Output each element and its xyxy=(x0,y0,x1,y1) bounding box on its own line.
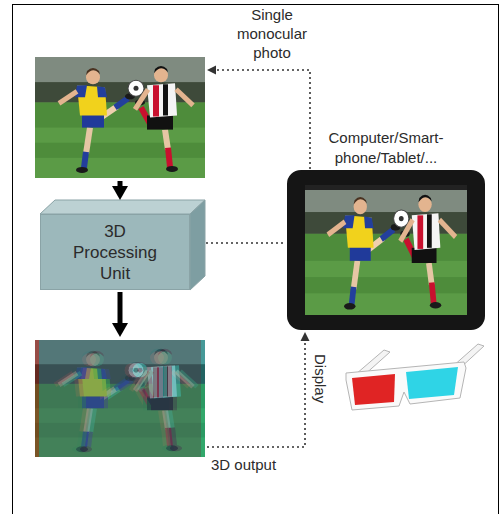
dotted-connector xyxy=(207,66,310,170)
arrow-head xyxy=(301,332,310,341)
connector-line xyxy=(207,340,305,447)
drawing-part xyxy=(406,367,458,399)
status-bar xyxy=(305,185,467,190)
outer-frame xyxy=(13,5,499,514)
arrow-head xyxy=(207,66,216,75)
node-label: Single monocular photo xyxy=(230,5,314,62)
cube-side-face xyxy=(190,200,205,290)
tablet-device: Computer/Smart- phone/Tablet/... xyxy=(287,170,485,330)
process-box: 3D Processing Unit xyxy=(40,214,190,290)
node-label: Computer/Smart- phone/Tablet/... xyxy=(311,128,461,168)
output-photo-frame: 3D output xyxy=(35,340,205,457)
dotted-connector xyxy=(206,243,286,244)
connector-line xyxy=(215,70,310,169)
drawing-part xyxy=(346,362,466,410)
arrow-head xyxy=(112,323,128,337)
connector-line xyxy=(118,292,123,324)
drawing-part xyxy=(352,374,395,405)
tablet-screen xyxy=(305,185,467,315)
edge-label: Display xyxy=(311,354,329,403)
arrow-head xyxy=(112,186,128,200)
input-photo-frame: Single monocular photo xyxy=(35,57,205,178)
anaglyph-photo xyxy=(35,340,205,457)
cube-top-face xyxy=(40,200,205,214)
connector-line xyxy=(206,242,286,244)
anaglyph-glasses xyxy=(346,344,484,410)
dotted-connector xyxy=(207,332,310,447)
node-label: 3D output xyxy=(211,455,276,474)
drawing-part xyxy=(39,340,205,457)
flow-arrow xyxy=(112,181,128,200)
node-label: 3D Processing Unit xyxy=(67,221,163,284)
input-photo xyxy=(35,57,205,178)
flow-arrow xyxy=(112,292,128,337)
